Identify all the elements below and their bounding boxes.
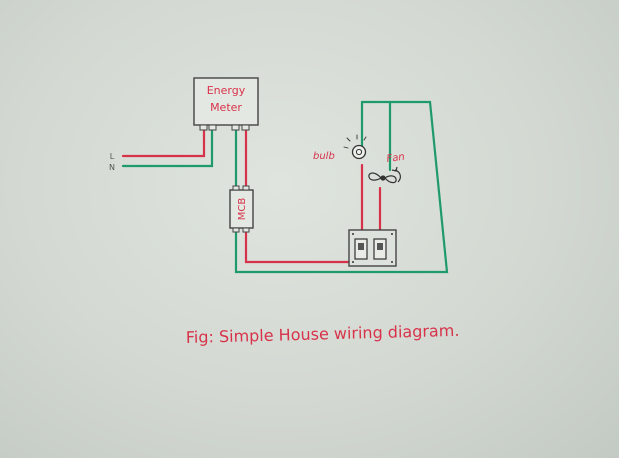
- energy-meter-label-line2: Meter: [210, 101, 242, 114]
- neutral-mcb-to-loop: [234, 100, 449, 274]
- mcb-terminal: [242, 227, 250, 233]
- mcb-terminal: [232, 185, 240, 191]
- supply-line-label: L: [110, 152, 115, 161]
- mcb-terminal: [242, 185, 250, 191]
- line-supply-wire: [121, 126, 206, 158]
- bulb-switch-toggle: [358, 243, 364, 250]
- switch-board-screws: [352, 233, 393, 263]
- fan-label: Fan: [386, 152, 406, 165]
- meter-terminal: [199, 124, 208, 131]
- mcb-box: [229, 189, 254, 229]
- supply-neutral-label: N: [109, 163, 115, 172]
- fan: Fan: [368, 152, 406, 184]
- line-wires: [121, 126, 382, 264]
- energy-meter-label-line1: Energy: [207, 84, 246, 97]
- figure-caption: Fig: Simple House wiring diagram.: [186, 321, 460, 347]
- energy-meter-terminals: [199, 124, 250, 131]
- bulb-rays: [343, 134, 367, 149]
- fan-rotation-arrowhead: [391, 166, 398, 172]
- bulb: bulb: [313, 134, 367, 162]
- neutral-wires: [121, 100, 449, 274]
- switch-board: [348, 229, 397, 267]
- mcb-terminal: [232, 227, 240, 233]
- bulb-glass: [351, 144, 367, 160]
- neutral-supply-wire: [121, 126, 214, 168]
- bulb-filament: [355, 148, 363, 156]
- fan-icon: [368, 166, 401, 184]
- energy-meter-box: [193, 77, 259, 126]
- meter-terminal: [208, 124, 217, 131]
- fan-blade: [368, 172, 382, 181]
- mcb: MCB: [229, 185, 254, 233]
- line-mcb-to-switchboard: [244, 226, 358, 264]
- bulb-label: bulb: [313, 151, 335, 162]
- fan-blade: [384, 175, 397, 184]
- bulb-icon: [343, 134, 367, 160]
- energy-meter: Energy Meter: [193, 77, 259, 131]
- mcb-label: MCB: [237, 198, 248, 221]
- meter-terminal: [231, 124, 240, 131]
- meter-terminal: [241, 124, 250, 131]
- fan-switch-toggle: [377, 243, 383, 250]
